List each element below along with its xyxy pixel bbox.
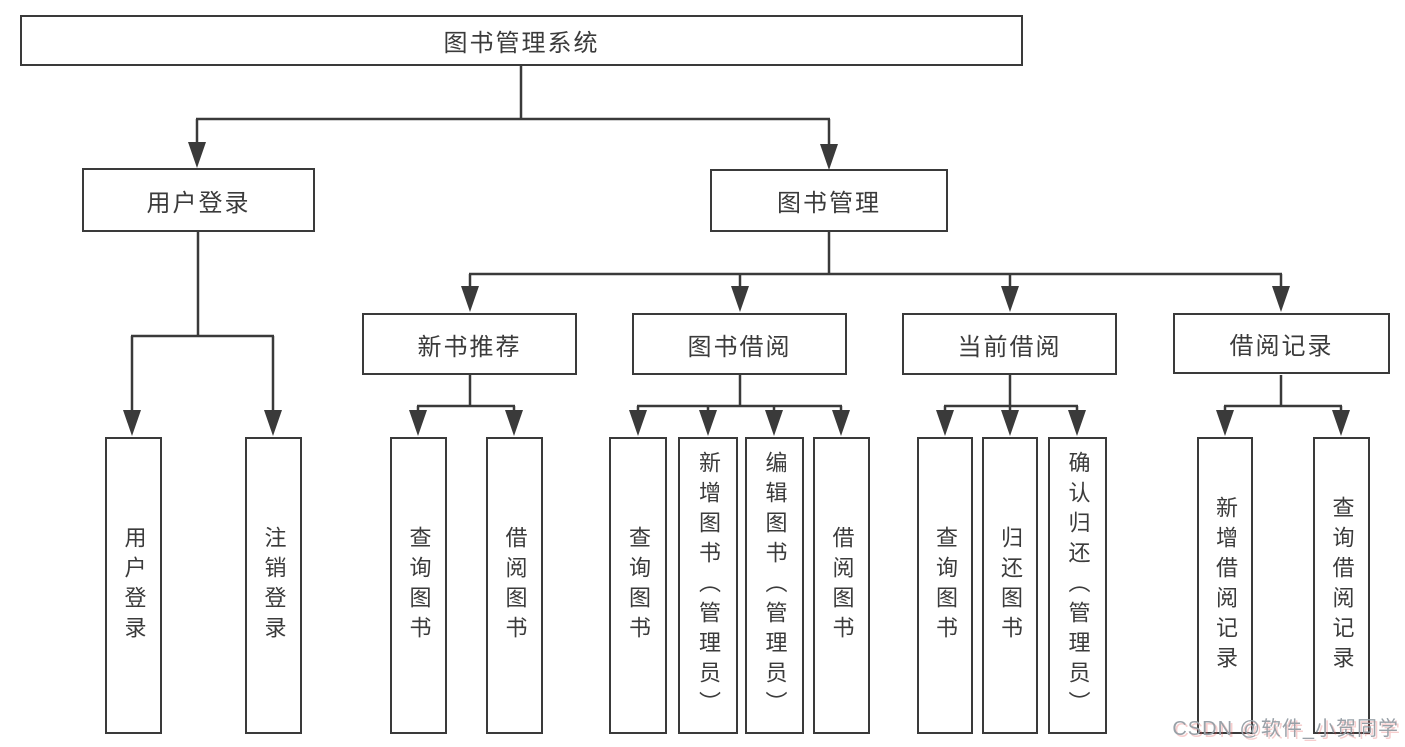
leaf-query-book-recommend-label: 查询图书 xyxy=(406,525,432,646)
arrowhead-icon xyxy=(461,286,479,312)
leaf-add-borrow-record: 新增借阅记录 xyxy=(1197,437,1253,734)
leaf-borrow-book-recommend-label: 借阅图书 xyxy=(502,525,528,646)
node-root: 图书管理系统 xyxy=(20,15,1023,66)
node-user-login-label: 用户登录 xyxy=(146,189,251,217)
leaf-query-book-recommend: 查询图书 xyxy=(390,437,447,734)
node-current-borrow: 当前借阅 xyxy=(902,313,1117,375)
node-book-management-label: 图书管理 xyxy=(777,190,881,217)
arrowhead-icon xyxy=(629,410,647,436)
arrowhead-icon xyxy=(936,410,954,436)
node-current-borrow-label: 当前借阅 xyxy=(957,333,1062,361)
leaf-borrow-book-recommend: 借阅图书 xyxy=(486,437,543,734)
node-book-borrow: 图书借阅 xyxy=(632,313,847,375)
leaf-edit-book-admin: 编辑图书（管理员） xyxy=(745,437,804,734)
arrowhead-icon xyxy=(123,410,141,436)
leaf-logout-label: 注销登录 xyxy=(261,525,287,646)
arrowhead-icon xyxy=(1216,410,1234,436)
node-borrow-records-label: 借阅记录 xyxy=(1229,333,1334,360)
leaf-query-book-current-label: 查询图书 xyxy=(933,525,958,646)
leaf-user-login-label: 用户登录 xyxy=(121,525,147,646)
node-book-borrow-label: 图书借阅 xyxy=(687,333,792,361)
leaf-edit-book-admin-label: 编辑图书（管理员） xyxy=(762,450,788,721)
leaf-add-borrow-record-label: 新增借阅记录 xyxy=(1213,495,1238,676)
node-new-book-recommend: 新书推荐 xyxy=(362,313,577,375)
arrowhead-icon xyxy=(1001,410,1019,436)
leaf-logout: 注销登录 xyxy=(245,437,302,734)
node-new-book-recommend-label: 新书推荐 xyxy=(417,333,522,361)
node-user-login: 用户登录 xyxy=(82,168,315,232)
leaf-add-book-admin: 新增图书（管理员） xyxy=(678,437,738,734)
arrowhead-icon xyxy=(1332,410,1350,436)
arrowhead-icon xyxy=(505,410,523,436)
node-book-management: 图书管理 xyxy=(710,169,948,232)
leaf-query-borrow-record: 查询借阅记录 xyxy=(1313,437,1370,734)
arrowhead-icon xyxy=(1001,286,1019,312)
arrowhead-icon xyxy=(1272,286,1290,312)
leaf-query-book-borrow-label: 查询图书 xyxy=(626,525,651,646)
arrowhead-icon xyxy=(832,410,850,436)
arrowhead-icon xyxy=(409,410,427,436)
arrowhead-icon xyxy=(699,410,717,436)
arrowhead-icon xyxy=(264,410,282,436)
node-borrow-records: 借阅记录 xyxy=(1173,313,1390,374)
leaf-query-book-current: 查询图书 xyxy=(917,437,973,734)
leaf-user-login: 用户登录 xyxy=(105,437,162,734)
leaf-confirm-return-admin: 确认归还（管理员） xyxy=(1048,437,1107,734)
node-root-label: 图书管理系统 xyxy=(443,30,600,57)
leaf-confirm-return-admin-label: 确认归还（管理员） xyxy=(1065,450,1091,721)
arrowhead-icon xyxy=(188,142,206,168)
leaf-borrow-book-label: 借阅图书 xyxy=(829,525,855,646)
leaf-borrow-book: 借阅图书 xyxy=(813,437,870,734)
arrowhead-icon xyxy=(1068,410,1086,436)
arrowhead-icon xyxy=(765,410,783,436)
arrowhead-icon xyxy=(731,286,749,312)
leaf-query-book-borrow: 查询图书 xyxy=(609,437,667,734)
leaf-query-borrow-record-label: 查询借阅记录 xyxy=(1329,495,1355,676)
leaf-add-book-admin-label: 新增图书（管理员） xyxy=(696,450,721,721)
arrowhead-icon xyxy=(820,144,838,170)
leaf-return-book-label: 归还图书 xyxy=(998,525,1023,646)
leaf-return-book: 归还图书 xyxy=(982,437,1038,734)
